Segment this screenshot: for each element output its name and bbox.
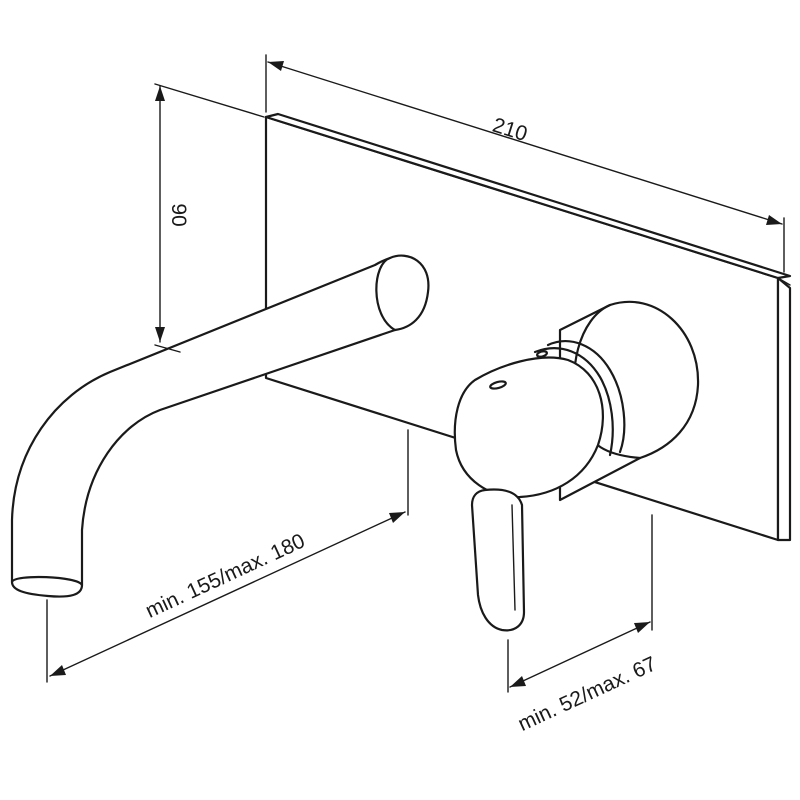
dimension-label-plate-height: 90 bbox=[167, 203, 190, 226]
dimension-spout-projection: min. 155/max. 180 bbox=[46, 429, 409, 683]
dimension-label-plate-width: 210 bbox=[490, 114, 530, 146]
spout bbox=[10, 254, 430, 598]
dimension-plate-height: 90 bbox=[154, 83, 265, 353]
dimension-label-spout-projection: min. 155/max. 180 bbox=[142, 529, 308, 622]
dimension-label-mixer-projection: min. 52/max. 67 bbox=[515, 652, 660, 736]
dimension-mixer-projection: min. 52/max. 67 bbox=[507, 514, 660, 736]
lever-handle bbox=[453, 350, 605, 632]
dimension-plate-width: 210 bbox=[265, 54, 785, 273]
